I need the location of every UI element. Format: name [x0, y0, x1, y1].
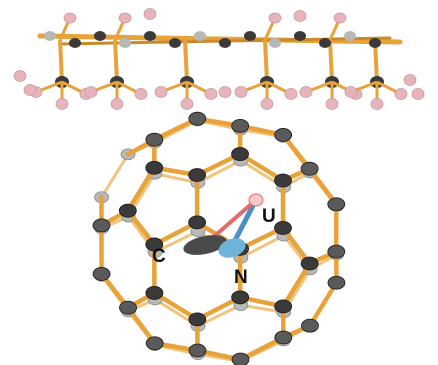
cage-bond	[153, 229, 200, 254]
carbon-atom	[188, 111, 207, 126]
carbon-atom	[92, 218, 111, 233]
carbon-atom	[231, 147, 249, 161]
fluorine-atom	[403, 74, 417, 86]
side-chain-bond	[183, 39, 189, 83]
fluorine-atom	[268, 12, 282, 24]
fluorine-atom	[218, 86, 232, 98]
fluorine-atom	[344, 86, 358, 98]
carbon-atom	[231, 352, 250, 365]
carbon-atom	[119, 300, 137, 315]
carbon-atom	[119, 38, 131, 48]
top-molecule-side-view	[13, 8, 425, 110]
fluorine-atom	[284, 88, 298, 100]
cage-bond	[237, 151, 286, 183]
fluorine-atom	[325, 98, 339, 110]
fluorine-atom	[333, 12, 347, 24]
carbon-atom	[145, 132, 164, 147]
fluorine-atom	[118, 12, 132, 24]
carbon-atom	[92, 267, 111, 281]
fullerene-cage	[92, 111, 346, 365]
side-chain-bond	[263, 39, 269, 83]
cage-bond	[196, 159, 243, 185]
side-chain-bond	[58, 39, 64, 83]
fluorine-atom	[23, 84, 37, 96]
carbon-atom	[145, 336, 164, 351]
carbon-atom	[188, 312, 207, 327]
carbon-atom	[188, 343, 207, 358]
carbon-atom	[144, 31, 156, 41]
carbon-atom	[169, 38, 181, 48]
carbon-atom	[274, 299, 293, 314]
carbon-atom	[369, 38, 381, 48]
cage-bond	[152, 290, 200, 322]
carbon-atom	[231, 118, 250, 133]
carbon-atom	[244, 31, 256, 41]
fluorine-atom	[55, 98, 69, 110]
cage-bond	[125, 165, 157, 213]
carbon-atom	[274, 128, 293, 142]
carbon-atom	[194, 31, 206, 41]
cage-bond	[100, 152, 130, 199]
fluorine-atom	[63, 12, 77, 24]
carbon-atom	[145, 160, 164, 175]
fluorine-atom	[110, 98, 124, 110]
carbon-atom	[301, 318, 319, 333]
side-chain-bond	[113, 39, 119, 83]
carbon-atom-inner	[183, 235, 227, 255]
carbon-atom	[94, 31, 106, 41]
fluorine-atom	[134, 88, 148, 100]
cage-bond	[280, 261, 312, 309]
carbon-atom	[327, 275, 346, 290]
uranium-label: U	[262, 206, 276, 227]
carbon-atom	[327, 244, 346, 259]
fluorine-atom	[154, 86, 168, 98]
cage-bond	[239, 234, 286, 260]
cage-bond	[307, 280, 339, 328]
carbon-atom	[319, 38, 331, 48]
fluorine-atom	[180, 98, 194, 110]
fluorine-atom	[204, 88, 218, 100]
carbon-atom	[69, 38, 81, 48]
fluorine-atom	[370, 98, 384, 110]
carbon-label: C	[152, 246, 166, 267]
carbon-atom	[274, 221, 292, 235]
fluorine-atom	[143, 8, 157, 20]
fluorine-atom	[293, 10, 307, 22]
fluorine-atom	[411, 88, 425, 100]
uranium-carbon-bond	[208, 198, 258, 242]
fluorine-atom	[299, 86, 313, 98]
carbon-atom	[344, 31, 356, 41]
fluorine-atom	[234, 86, 248, 98]
uranium-atom	[248, 193, 264, 207]
carbon-atom	[188, 215, 207, 230]
carbon-atom	[145, 286, 164, 300]
fluorine-atom	[394, 88, 408, 100]
carbon-atom	[327, 197, 346, 212]
carbon-atom	[118, 203, 137, 218]
fluorine-atom	[13, 70, 27, 82]
carbon-atom	[300, 161, 319, 176]
carbon-atom	[294, 31, 306, 41]
carbon-atom	[219, 38, 231, 48]
fluorine-atom	[84, 86, 98, 98]
side-chain-bond	[328, 39, 334, 83]
carbon-atom	[274, 173, 292, 188]
carbon-atom	[44, 31, 56, 41]
carbon-atom	[269, 38, 281, 48]
carbon-atom	[188, 168, 207, 182]
carbon-atom	[300, 256, 319, 271]
carbon-atom	[231, 290, 250, 305]
nitrogen-label: N	[234, 267, 248, 288]
fluorine-atom	[260, 98, 274, 110]
encapsulated-cluster	[183, 193, 264, 258]
nitrogen-atom	[218, 238, 246, 258]
carbon-atom	[145, 237, 164, 252]
carbon-atom	[274, 330, 293, 345]
